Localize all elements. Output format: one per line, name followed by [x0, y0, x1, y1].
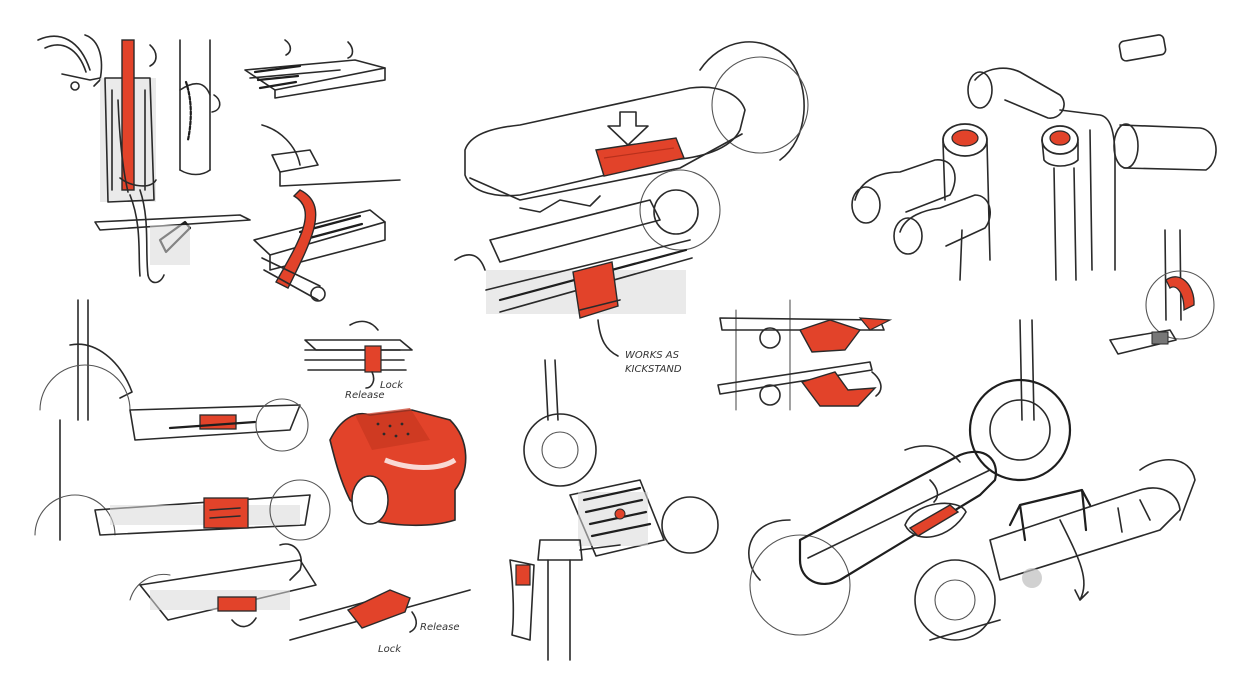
deck-frame-kickstand-concept: WORKS AS KICKSTAND — [454, 169, 721, 375]
full-scooter-render — [748, 319, 1196, 641]
deck-latch-section — [94, 189, 251, 284]
scooter-side-study-2 — [34, 419, 331, 541]
stem-latch-sketch — [37, 34, 157, 203]
deck-lock-detail: Release Lock — [289, 589, 471, 655]
folding-clamp-sketch — [244, 39, 386, 99]
lever-clamp-sketch — [253, 124, 401, 302]
clamp-band-sketch: Lock Release — [304, 320, 413, 401]
folded-scooter-sketch — [523, 359, 719, 557]
lock-label-2: Lock — [378, 644, 402, 655]
release-label-2: Release — [420, 622, 460, 633]
kickstand-note-line1: WORKS AS — [625, 350, 680, 361]
stem-clamp-detail — [509, 539, 621, 661]
scooter-side-study-1 — [39, 299, 309, 452]
release-label: Release — [345, 390, 385, 401]
folding-lever-diagram — [717, 299, 893, 411]
lock-label: Lock — [380, 380, 404, 391]
handlebar-grips-render — [851, 34, 1217, 281]
kickstand-note-line2: KICKSTAND — [625, 364, 682, 375]
folded-deck-study — [129, 543, 317, 628]
red-clamp-render — [329, 408, 467, 527]
stem-hinge-detail — [179, 39, 221, 176]
deck-latch-concept — [464, 41, 809, 201]
rear-wheel-detail — [1109, 229, 1215, 355]
